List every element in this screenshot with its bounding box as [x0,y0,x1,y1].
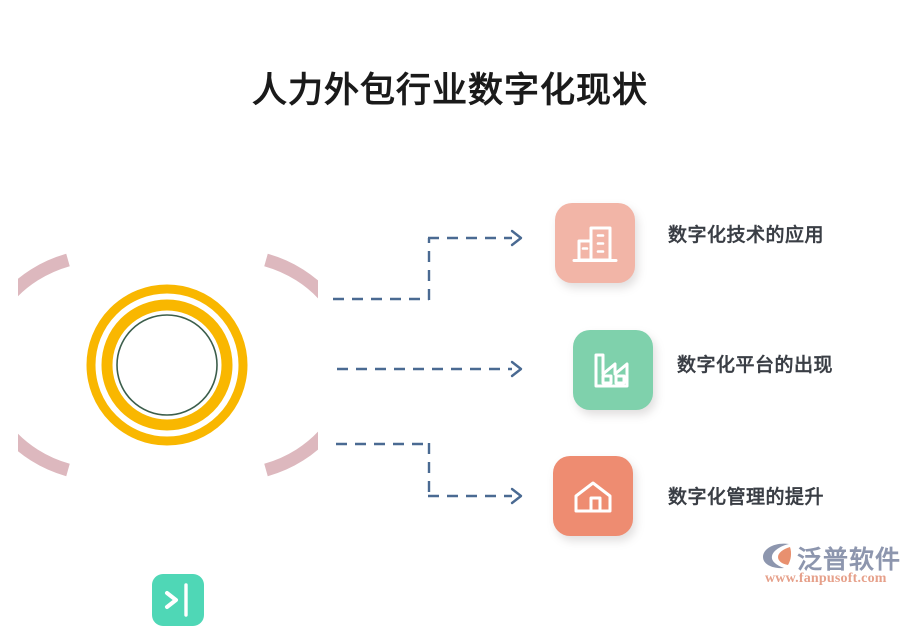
factory-icon[interactable] [573,330,653,410]
left-bracket-arc [18,253,70,477]
list-item-label: 数字化技术的应用 [668,225,825,246]
connector-1-arrowhead [510,229,523,247]
connector-lines [333,229,523,505]
office-building-icon[interactable] [555,203,635,283]
infographic-canvas: 人力外包行业数字化现状 [18,71,900,626]
office-building-glyph [572,226,618,262]
warehouse-icon[interactable] [553,456,633,536]
center-disc [116,314,218,416]
right-bracket-arc [264,253,318,477]
page-title: 人力外包行业数字化现状 [251,71,648,110]
watermark-url: www.fanpusoft.com [765,571,887,586]
factory-glyph [594,353,629,388]
inner-ring [101,299,233,431]
emblem-rings-graphic [18,253,318,477]
outer-ring [86,284,248,446]
watermark-brand: 泛普软件 [797,546,900,574]
warehouse-glyph [574,481,612,513]
connector-3-arrowhead [510,487,523,505]
watermark: 泛普软件 www.fanpusoft.com [757,538,900,594]
logo-accent [778,547,792,565]
list-item-label: 数字化平台的出现 [677,355,834,376]
list-item-label: 数字化管理的提升 [668,487,825,508]
logo-swoosh [763,543,789,569]
fanpu-logo-icon [763,543,792,569]
connector-2-arrowhead [510,360,523,378]
